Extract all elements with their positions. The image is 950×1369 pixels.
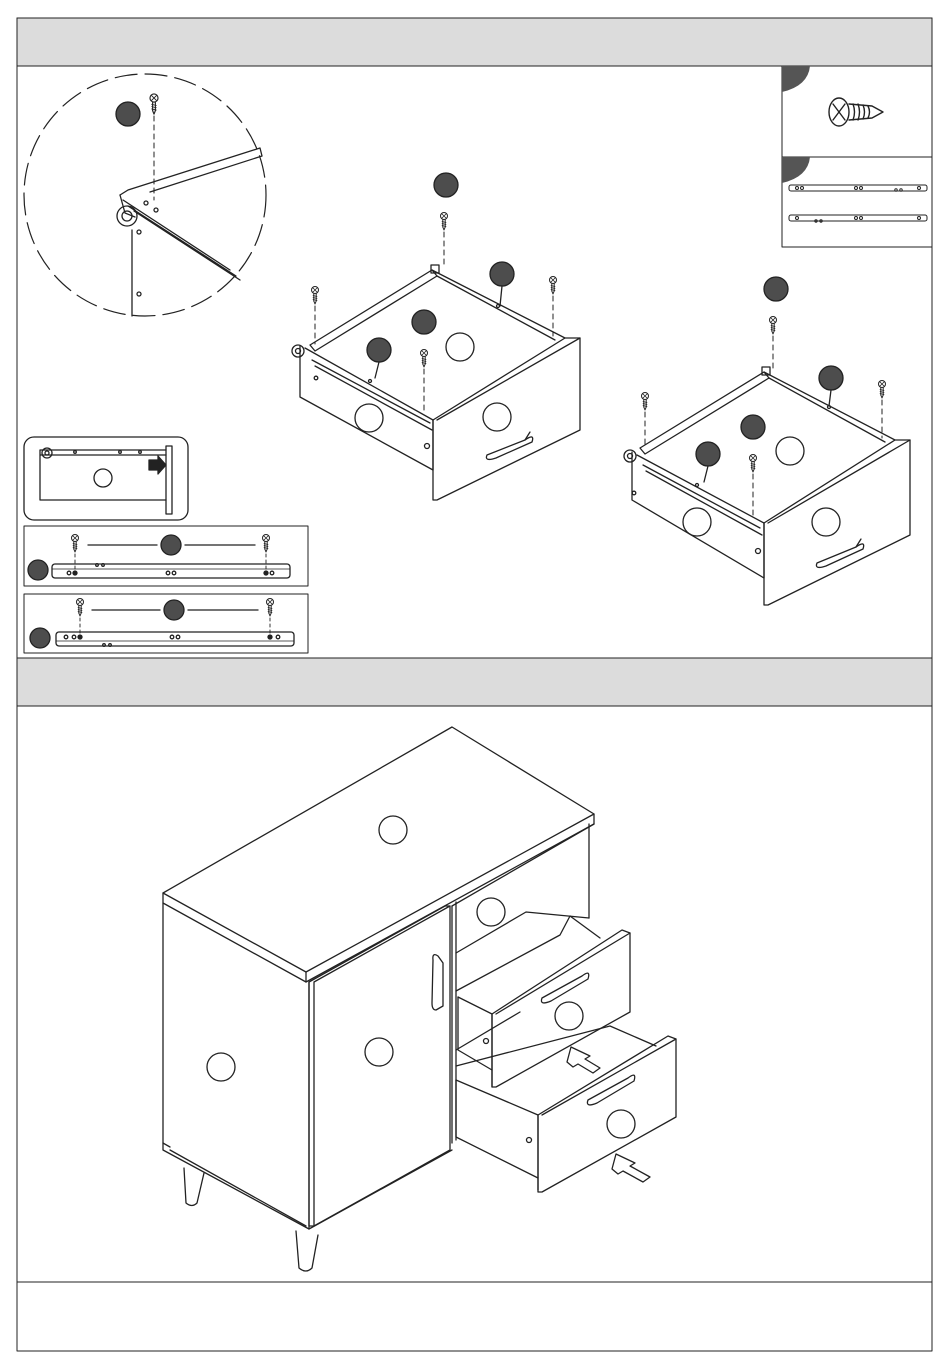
drawer-handle xyxy=(587,1075,634,1105)
inset-rail-screw-b xyxy=(24,594,308,653)
push-arrow-icon xyxy=(612,1154,650,1182)
legend-tab-rails xyxy=(782,157,810,183)
cabinet-lower-drawer xyxy=(456,1026,676,1192)
callout-dot xyxy=(434,173,458,197)
inset-rail-screw-a xyxy=(24,526,308,586)
hardware-legend xyxy=(782,66,932,247)
callout-dot xyxy=(161,535,181,555)
part-marker xyxy=(555,1002,583,1030)
drawer-front xyxy=(538,1036,676,1192)
callout-dot xyxy=(28,560,48,580)
inset-rail-direction xyxy=(24,437,188,520)
legend-tab-screw xyxy=(782,66,810,92)
callout-dot xyxy=(490,262,514,286)
detail-zoom-circle xyxy=(24,74,266,316)
drawer-assembly-1 xyxy=(292,173,580,500)
callout-dot xyxy=(819,366,843,390)
cabinet-leg xyxy=(184,1168,204,1206)
callout-dot xyxy=(412,310,436,334)
push-arrow-icon xyxy=(567,1047,600,1073)
part-marker xyxy=(379,816,407,844)
wood-screw-icon xyxy=(829,98,883,126)
part-marker xyxy=(483,403,511,431)
step-header-a xyxy=(17,18,932,66)
drawer-slide-rail-icon xyxy=(789,185,927,222)
callout-dot xyxy=(741,415,765,439)
drawer-assembly-2 xyxy=(624,277,910,605)
arrow-right-icon xyxy=(149,456,166,474)
cabinet-top xyxy=(163,727,594,972)
part-marker xyxy=(477,898,505,926)
part-marker xyxy=(683,508,711,536)
callout-dot xyxy=(30,628,50,648)
callout-dot xyxy=(164,600,184,620)
part-marker xyxy=(446,333,474,361)
callout-dot xyxy=(116,102,140,126)
part-marker xyxy=(607,1110,635,1138)
page-frame xyxy=(17,18,932,1351)
step-header-b xyxy=(17,658,932,706)
part-marker xyxy=(355,404,383,432)
cabinet-final-assembly xyxy=(163,727,676,1271)
part-marker xyxy=(812,508,840,536)
part-marker xyxy=(776,437,804,465)
part-marker xyxy=(365,1038,393,1066)
door-handle xyxy=(432,955,443,1010)
callout-dot xyxy=(367,338,391,362)
part-marker xyxy=(207,1053,235,1081)
callout-dot xyxy=(764,277,788,301)
callout-dot xyxy=(696,442,720,466)
drawer-handle xyxy=(816,544,863,568)
cabinet-leg xyxy=(296,1231,318,1271)
cabinet-upper-drawer xyxy=(456,916,630,1087)
drawer-front xyxy=(492,930,630,1087)
